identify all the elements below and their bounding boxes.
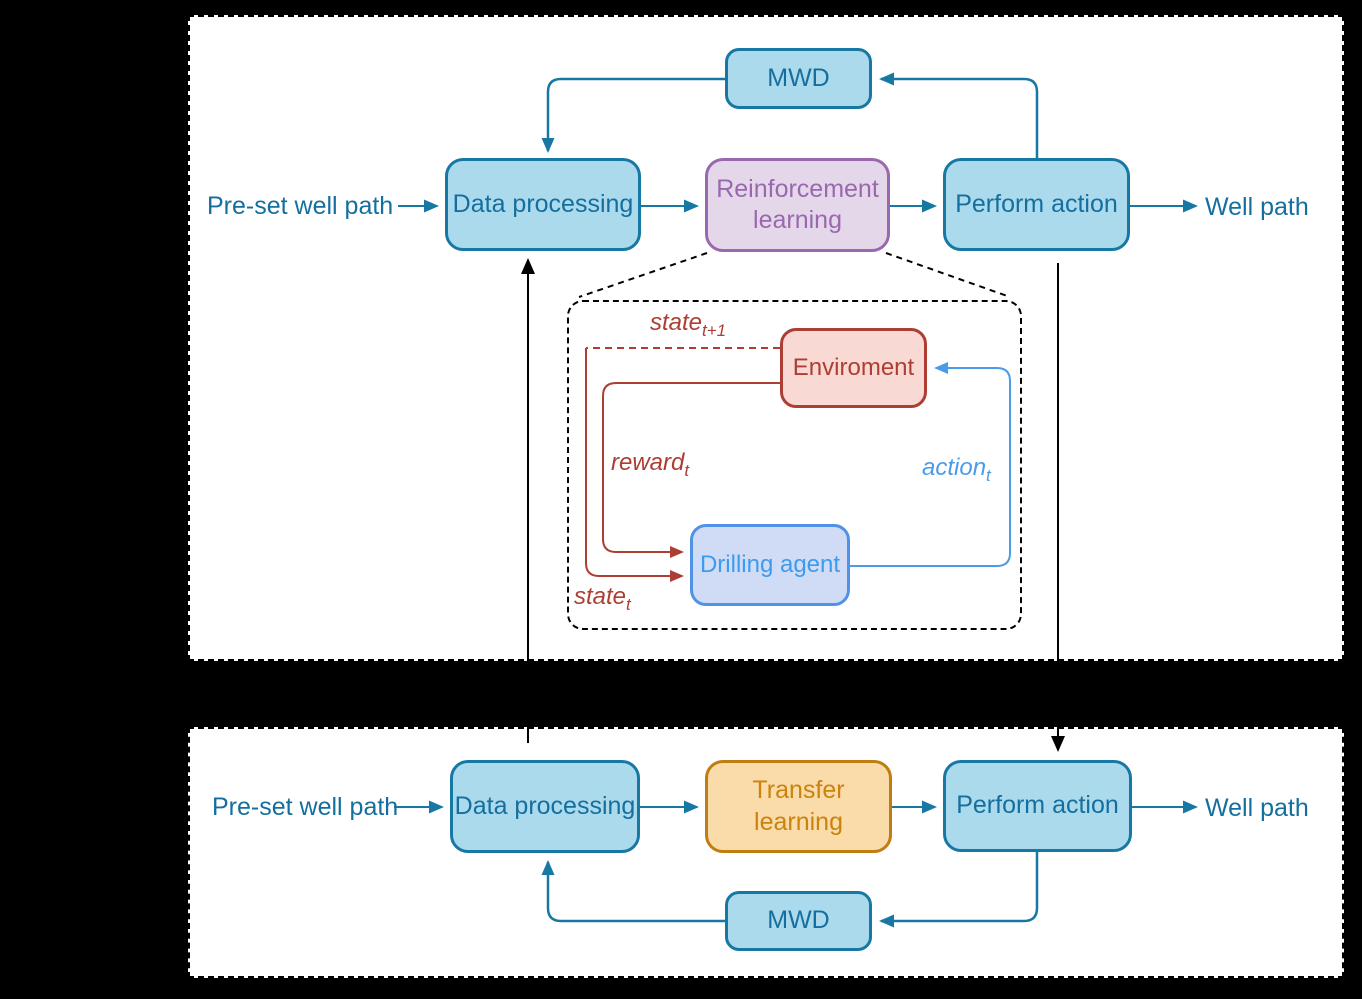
reinforcement-learning-box: Reinforcement learning	[705, 158, 890, 252]
transfer-learning-label: Transfer learning	[752, 776, 845, 836]
environment-label: Enviroment	[792, 354, 915, 381]
data-processing-label-top: Data processing	[452, 189, 634, 218]
mwd-box-top: MWD	[725, 48, 872, 109]
action-label: actiont	[922, 454, 991, 486]
state-next-sub: t+1	[702, 320, 727, 340]
well-path-label-top: Well path	[1205, 193, 1309, 221]
drilling-agent-box: Drilling agent	[690, 524, 850, 606]
perform-action-label-bottom: Perform action	[956, 791, 1119, 820]
data-processing-box-bottom: Data processing	[450, 760, 640, 853]
state-sub: t	[626, 594, 631, 614]
reinforcement-learning-label: Reinforcement learning	[716, 174, 879, 234]
perform-action-box-bottom: Perform action	[943, 760, 1132, 852]
state-next-label: statet+1	[650, 309, 726, 341]
data-processing-box-top: Data processing	[445, 158, 641, 251]
transfer-learning-box: Transfer learning	[705, 760, 892, 853]
state-base: state	[574, 583, 627, 610]
perform-action-box-top: Perform action	[943, 158, 1130, 251]
environment-box: Enviroment	[780, 328, 927, 408]
state-next-base: state	[650, 309, 703, 336]
preset-well-path-label-bottom: Pre-set well path	[212, 793, 399, 821]
mwd-box-bottom: MWD	[725, 891, 872, 951]
mwd-label-top: MWD	[767, 63, 830, 92]
state-label: statet	[574, 583, 631, 615]
action-base: action	[922, 454, 987, 481]
perform-action-label-top: Perform action	[955, 189, 1118, 218]
reward-label: rewardt	[611, 449, 689, 481]
well-path-label-bottom: Well path	[1205, 794, 1309, 822]
mwd-label-bottom: MWD	[767, 906, 830, 935]
rl-detail-box	[567, 300, 1022, 630]
drilling-agent-label: Drilling agent	[699, 551, 841, 578]
data-processing-label-bottom: Data processing	[454, 791, 636, 820]
action-sub: t	[986, 465, 991, 485]
reward-sub: t	[684, 460, 690, 480]
preset-well-path-label-top: Pre-set well path	[207, 192, 394, 220]
reward-base: reward	[611, 449, 685, 476]
